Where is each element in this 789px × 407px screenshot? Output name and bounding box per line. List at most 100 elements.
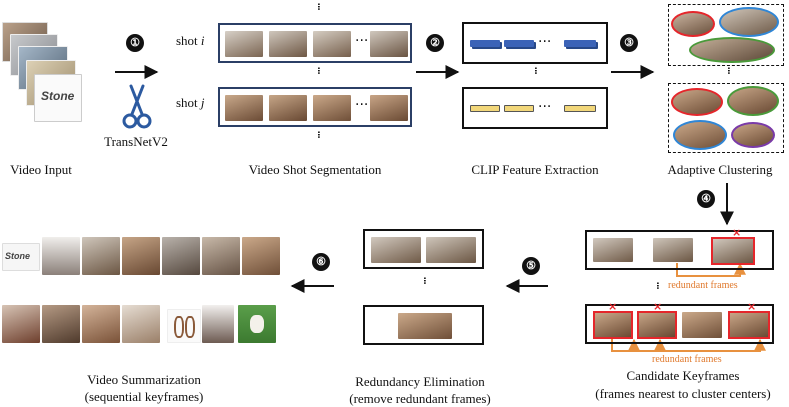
summary-keyframes-row-1: Stone <box>2 237 282 277</box>
shot-i-label: shot i <box>176 33 205 49</box>
shot-i-word: shot <box>176 33 198 48</box>
transnet-label: TransNetV2 <box>104 134 168 149</box>
shot-vdots-mid: ··· <box>310 66 326 74</box>
feature-vector-yellow-3 <box>564 105 596 112</box>
stage-label-candidate-sub: (frames nearest to cluster centers) <box>595 386 771 401</box>
shot-j-frame-3 <box>313 95 351 121</box>
shot-j-word: shot <box>176 95 198 110</box>
stage-label-video-input: Video Input <box>10 162 72 177</box>
stage-label-summarization: Video Summarization <box>87 372 201 387</box>
redundant-label-top: redundant frames <box>668 280 738 291</box>
input-frame-5: Stone <box>34 74 82 122</box>
feature-vector-blue-3 <box>564 40 596 47</box>
summary-frame-8 <box>2 305 40 343</box>
candidate-bottom-frame-3 <box>682 312 722 338</box>
earrings-icon <box>174 316 184 338</box>
feature-vector-blue-2 <box>504 40 534 47</box>
step-badge-4: ④ <box>697 190 715 208</box>
candidate-vdots: ··· <box>649 281 665 289</box>
cluster-blue-bottom <box>673 120 727 150</box>
xmark-bottom-3: × <box>747 300 757 313</box>
cluster-vdots: ··· <box>720 66 736 74</box>
redundant-label-bottom: redundant frames <box>652 354 722 365</box>
stage-label-shot-segmentation: Video Shot Segmentation <box>248 162 382 177</box>
cluster-red-bottom <box>671 88 723 116</box>
shot-vdots-top: ··· <box>310 2 326 10</box>
summary-frame-5 <box>162 237 200 275</box>
summary-frame-6 <box>202 237 240 275</box>
shot-i-frame-4 <box>370 31 408 57</box>
shot-j-index: j <box>200 95 205 110</box>
candidate-box-top <box>585 230 774 270</box>
elimination-box-top <box>363 229 484 269</box>
step-badge-2: ② <box>426 34 444 52</box>
cluster-box-bottom <box>668 83 784 153</box>
step-badge-5: ⑤ <box>522 257 540 275</box>
feature-vector-yellow-1 <box>470 105 500 112</box>
shot-vdots-bottom: ··· <box>310 130 326 138</box>
shot-i-box[interactable]: ··· <box>218 23 412 63</box>
elimination-top-frame-2 <box>426 237 476 263</box>
summary-frame-12 <box>167 309 201 343</box>
summary-frame-7 <box>242 237 280 275</box>
summary-frame-11 <box>122 305 160 343</box>
cluster-green-bottom <box>727 86 779 116</box>
candidate-bottom-redundant-frame-4 <box>728 311 770 339</box>
candidate-top-frame-2 <box>653 238 693 262</box>
feature-top-ellipsis: ··· <box>538 34 552 50</box>
stage-label-elimination: Redundancy Elimination <box>355 374 485 389</box>
summary-frame-13 <box>202 305 234 343</box>
candidate-bottom-redundant-frame-1 <box>593 311 633 339</box>
input-logo-text: Stone <box>41 89 75 103</box>
summary-keyframes-row-2 <box>2 305 282 345</box>
cluster-green-top <box>689 37 775 63</box>
candidate-box-bottom <box>585 304 774 344</box>
summary-frame-1: Stone <box>2 243 40 271</box>
clip-vdots: ··· <box>527 66 543 74</box>
cluster-red-top <box>671 11 715 37</box>
summary-frame-9 <box>42 305 80 343</box>
summary-logo-text: Stone <box>5 251 31 261</box>
shot-j-ellipsis: ··· <box>355 97 369 113</box>
shot-j-frame-2 <box>269 95 307 121</box>
elimination-box-bottom <box>363 305 484 345</box>
summary-frame-3 <box>82 237 120 275</box>
candidate-top-frame-1 <box>593 238 633 262</box>
shot-i-ellipsis: ··· <box>355 33 369 49</box>
elimination-top-frame-1 <box>371 237 421 263</box>
feature-vector-blue-1 <box>470 40 500 47</box>
shot-j-frame-4 <box>370 95 408 121</box>
summary-frame-2 <box>42 237 80 275</box>
elimination-vdots: ··· <box>416 276 432 284</box>
cluster-purple-bottom <box>731 122 775 148</box>
clip-feature-box-bottom: ··· <box>462 87 608 129</box>
clip-feature-box-top: ··· <box>462 22 608 64</box>
shot-i-index: i <box>200 33 205 48</box>
shot-j-frame-1 <box>225 95 263 121</box>
candidate-top-redundant-frame <box>711 237 755 265</box>
cluster-box-top <box>668 4 784 66</box>
stage-label-summarization-sub: (sequential keyframes) <box>84 389 204 404</box>
shot-i-frame-1 <box>225 31 263 57</box>
stage-label-clip: CLIP Feature Extraction <box>471 162 599 177</box>
step-badge-6: ⑥ <box>312 253 330 271</box>
summary-frame-14 <box>238 305 276 343</box>
stage-label-clustering: Adaptive Clustering <box>667 162 773 177</box>
feature-bottom-ellipsis: ··· <box>538 99 552 115</box>
video-input-stack: Stone <box>2 22 82 122</box>
xmark-bottom-1: × <box>608 300 618 313</box>
summary-frame-4 <box>122 237 160 275</box>
elimination-bottom-frame-1 <box>398 313 452 339</box>
shot-i-frame-3 <box>313 31 351 57</box>
cluster-blue-top <box>719 7 779 37</box>
xmark-top-1: × <box>732 226 742 239</box>
shot-j-box[interactable]: ··· <box>218 87 412 127</box>
redundant-arrow-bottom <box>611 338 766 352</box>
stage-label-elimination-sub: (remove redundant frames) <box>349 391 491 406</box>
candidate-bottom-redundant-frame-2 <box>637 311 677 339</box>
step-badge-1: ① <box>126 34 144 52</box>
feature-vector-yellow-2 <box>504 105 534 112</box>
xmark-bottom-2: × <box>653 300 663 313</box>
stage-label-candidate: Candidate Keyframes <box>626 368 740 383</box>
scissors-icon <box>122 84 152 129</box>
